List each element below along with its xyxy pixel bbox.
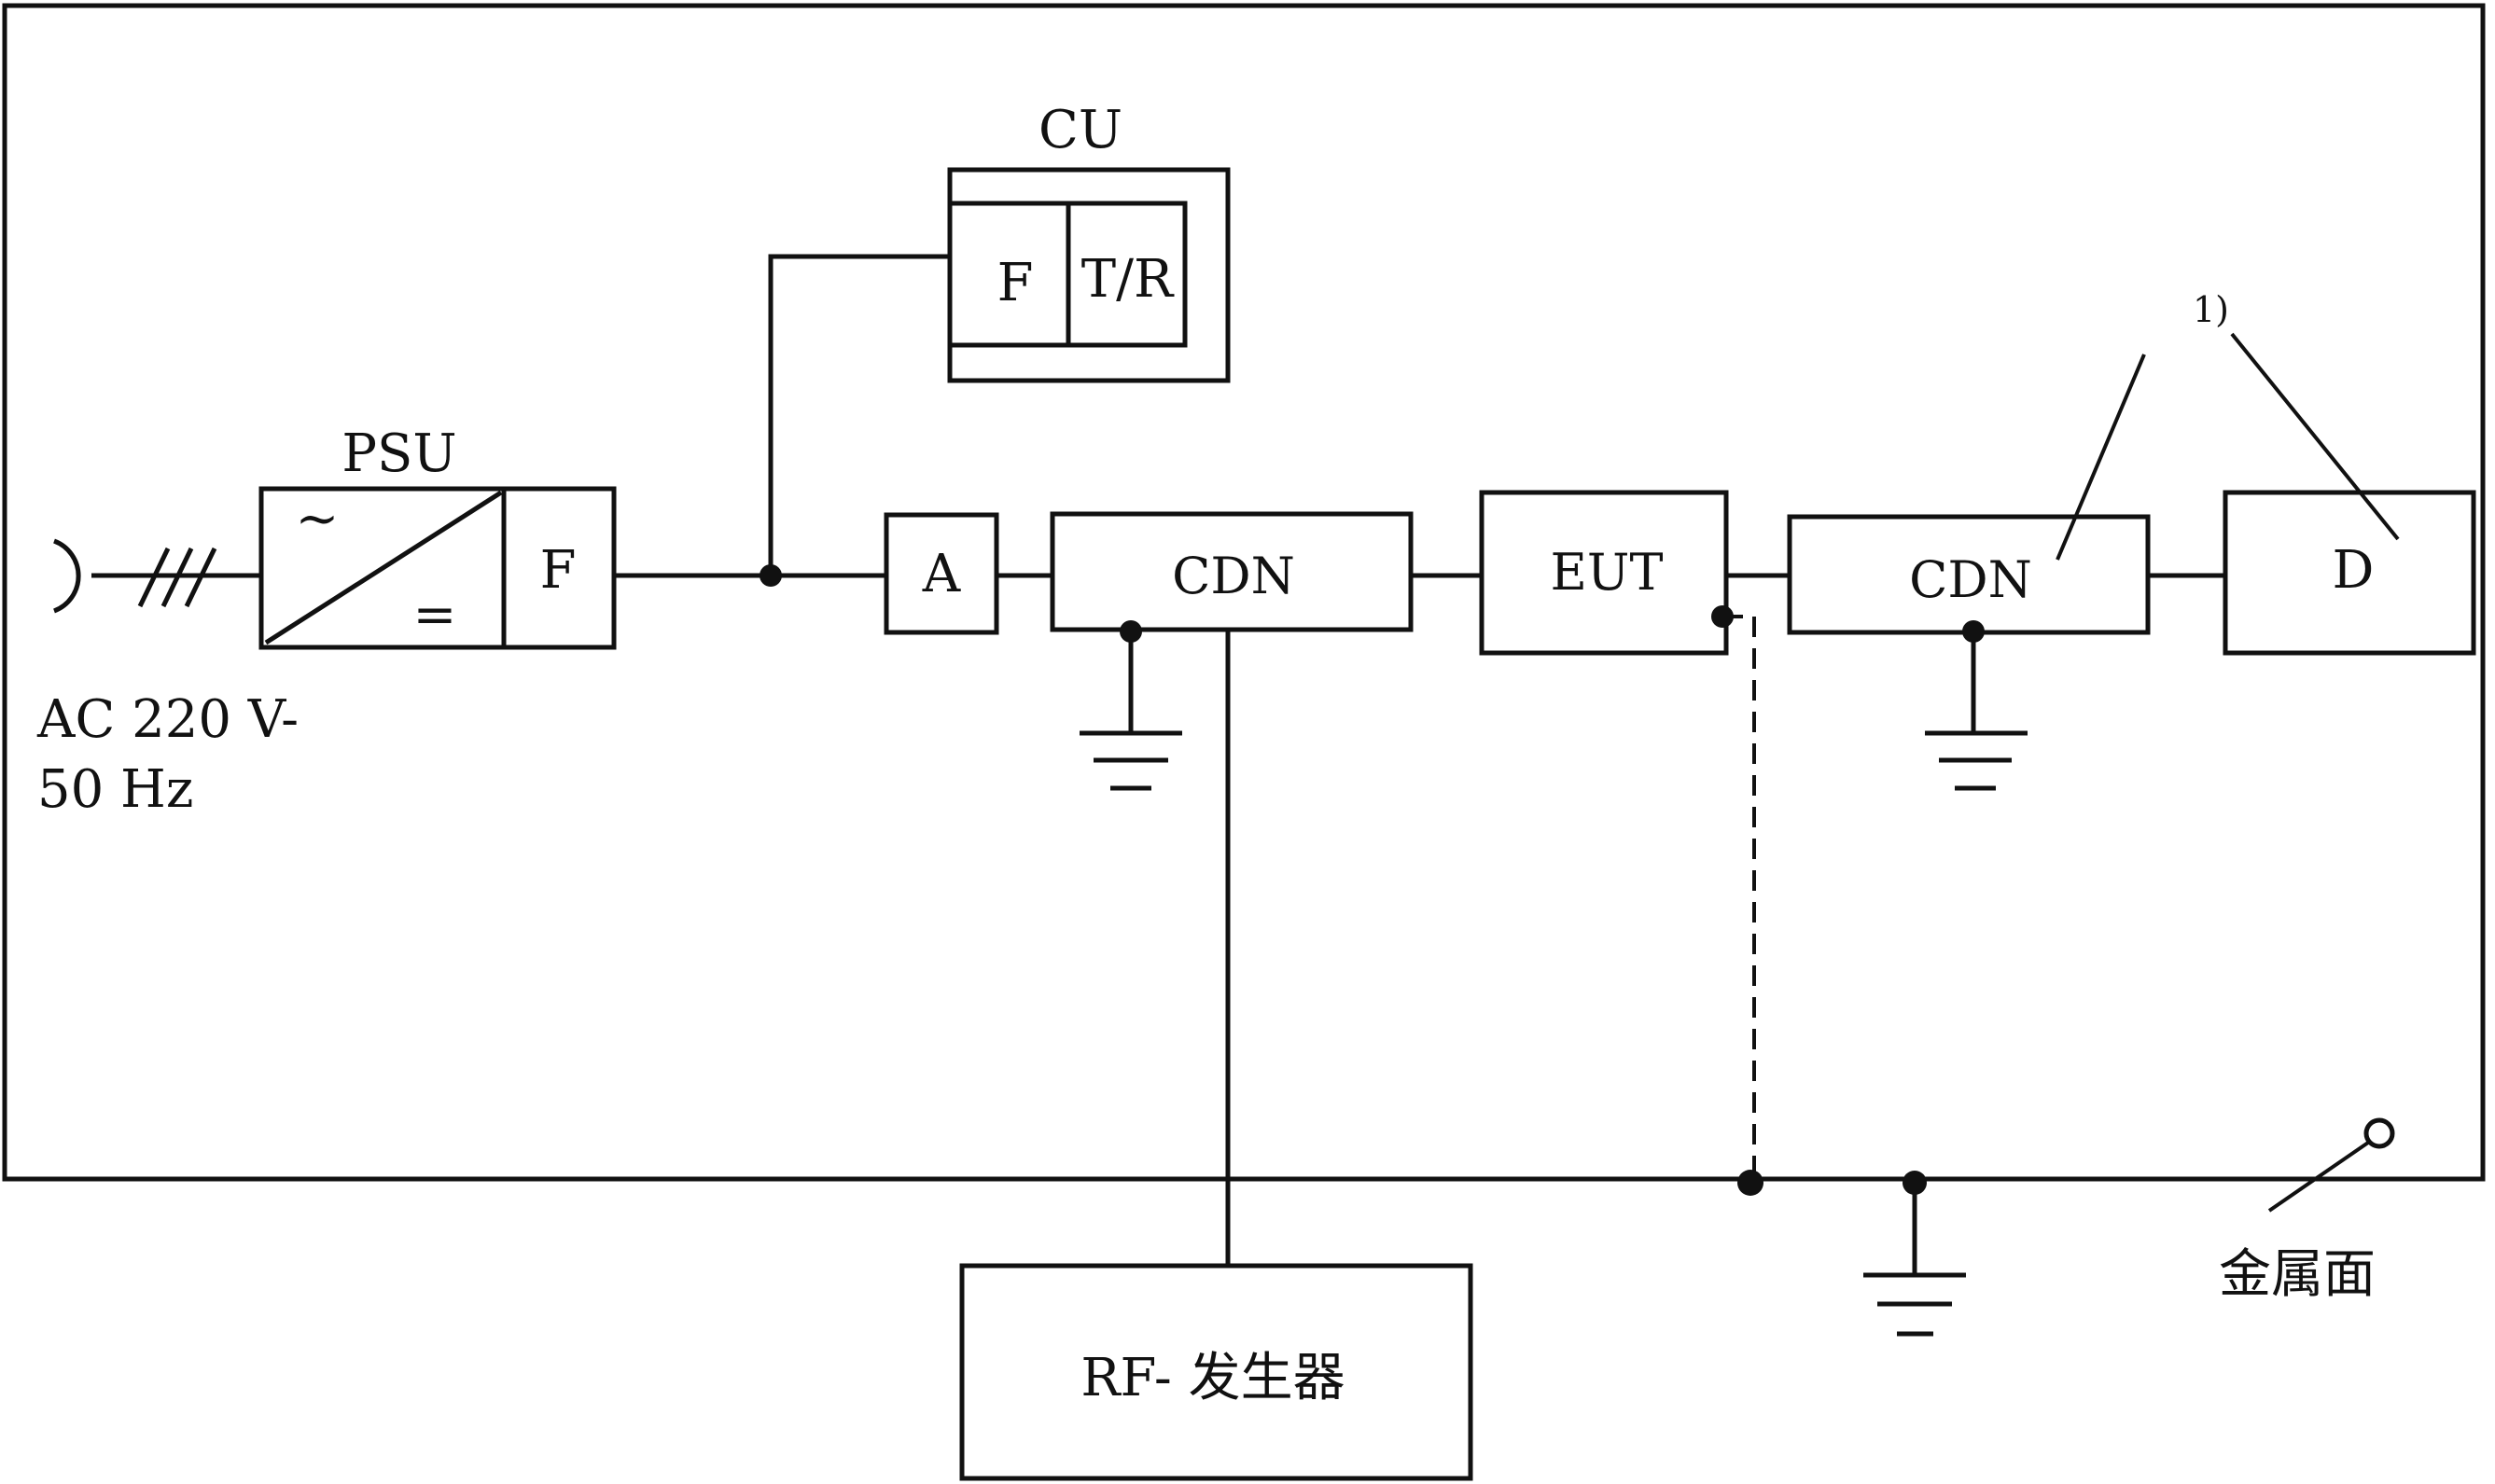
device-label: D — [2333, 540, 2375, 601]
metal-plane-label: 金属面 — [2219, 1244, 2376, 1305]
amplifier-label: A — [922, 544, 961, 604]
rf-generator-label: RF- 发生器 — [1080, 1348, 1345, 1408]
psu-converter-diagonal — [264, 490, 503, 645]
eut-label: EUT — [1551, 543, 1664, 602]
ground-icon — [1080, 631, 1182, 791]
mains-frequency-label: 50 Hz — [37, 759, 193, 820]
psu-filter-label: F — [540, 540, 577, 601]
rf-generator-block — [959, 1263, 1473, 1481]
psu-label: PSU — [341, 423, 456, 484]
eut-block — [1479, 490, 1729, 656]
psu-block — [258, 486, 617, 650]
cdn-left-block — [1050, 511, 1414, 632]
cdn-left-label: CDN — [1172, 547, 1295, 605]
metal-plane-frame — [2, 3, 2486, 1182]
note-marker: 1) — [2193, 289, 2229, 330]
metal-plane-terminal-icon — [2363, 1117, 2395, 1149]
device-block — [2223, 490, 2476, 656]
psu-dc-symbol: = — [413, 585, 457, 645]
cu-filter-label: F — [997, 253, 1034, 313]
cdn-right-block — [1787, 514, 2151, 635]
cu-tr-label: T/R — [1081, 249, 1175, 310]
cu-label: CU — [1038, 100, 1122, 160]
mains-voltage-label: AC 220 V- — [36, 689, 299, 750]
psu-ac-symbol: ~ — [296, 489, 340, 549]
amplifier-block — [884, 512, 999, 635]
ground-icon — [1925, 631, 2028, 791]
cdn-right-label: CDN — [1909, 550, 2032, 609]
mains-plug-icon — [53, 538, 261, 614]
ground-icon — [1863, 1183, 1966, 1337]
